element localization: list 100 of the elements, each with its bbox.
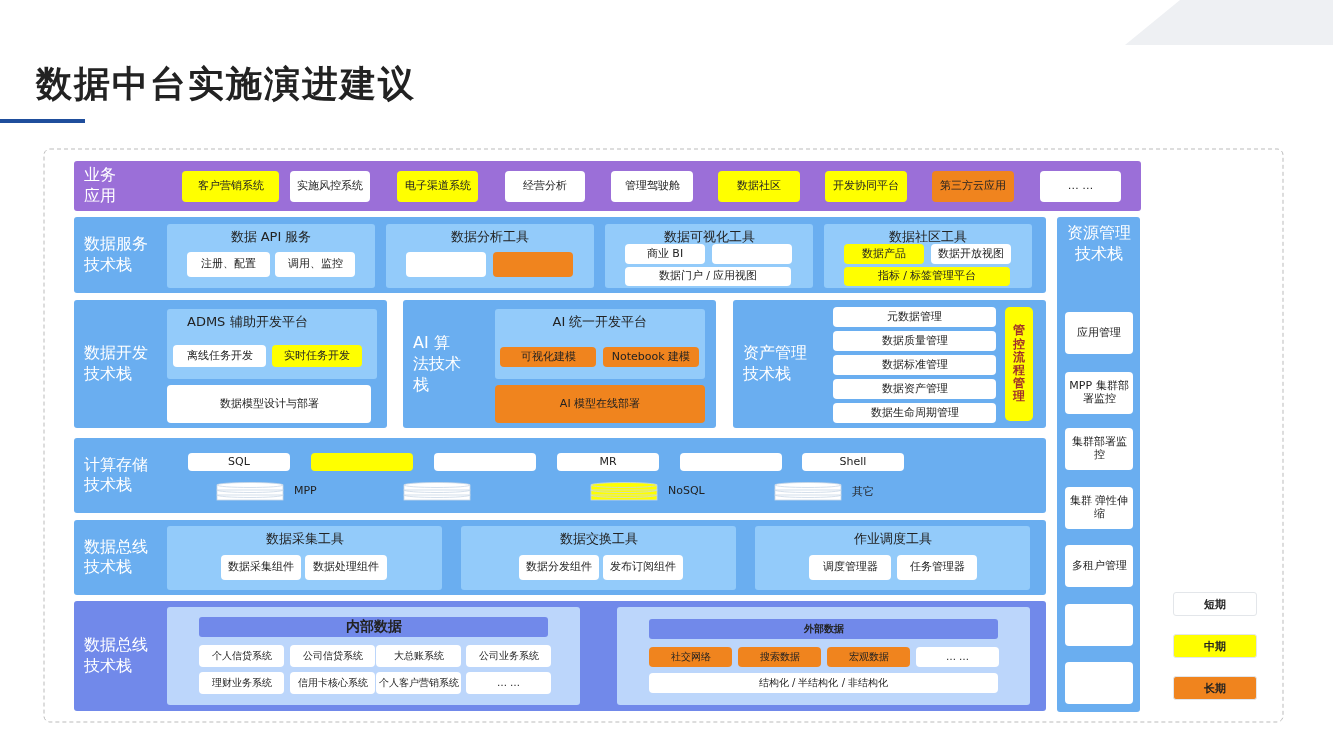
component-box: Notebook 建模 [603,347,699,367]
database-cylinder [590,481,658,501]
component-box: 客户营销系统 [182,171,279,202]
component-box: 数据处理组件 [305,555,387,580]
component-box: 数据产品 [844,244,924,264]
layer-heading: 数据服务技术栈 [84,234,149,276]
panel-heading: 数据采集工具 [264,530,345,548]
component-box: 搜索数据 [738,647,821,667]
layer-band [74,300,387,428]
component-box: SQL [188,453,290,471]
database-cylinder [774,481,842,501]
layer-heading: 数据开发技术栈 [84,343,149,385]
panel-heading: 数据 API 服务 [229,228,313,246]
component-box: 个人信贷系统 [199,645,284,667]
legend-label: 短期 [1203,597,1227,612]
storage-label: NoSQL [668,484,705,497]
component-box: 开发协同平台 [825,171,907,202]
component-box: 信用卡核心系统 [290,672,375,694]
tool-panel [167,526,442,590]
layer-band [74,520,1046,595]
component-box: 宏观数据 [827,647,910,667]
layer-heading: 业务应用 [84,165,117,207]
component-box: 数据质量管理 [833,331,996,351]
component-box [434,453,536,471]
layer-band [74,438,1046,513]
component-box: 理财业务系统 [199,672,284,694]
component-box: 数据门户 / 应用视图 [625,267,791,286]
component-box: 注册、配置 [187,252,270,277]
component-box: … … [916,647,999,667]
component-box: 第三方云应用 [932,171,1014,202]
tool-panel [167,224,375,288]
component-box: 调用、监控 [275,252,355,277]
component-box: 公司业务系统 [466,645,551,667]
storage-label: MPP [294,484,317,497]
layer-band [74,601,1046,711]
component-box: 管理驾驶舱 [611,171,693,202]
component-box: 元数据管理 [833,307,996,327]
process-bar: 管控流程管理 [1005,307,1033,421]
component-box: 发布订阅组件 [603,555,683,580]
layer-heading: 计算存储技术栈 [84,454,149,497]
component-box: 可视化建模 [500,347,596,367]
tool-panel [824,224,1032,288]
component-box: 大总账系统 [376,645,461,667]
tool-panel [617,607,1030,705]
layer-heading: AI 算法技术栈 [413,332,462,396]
legend-label: 中期 [1203,639,1227,654]
component-box: 集群部署监控 [1065,428,1133,470]
component-box: 数据采集组件 [221,555,301,580]
component-box [406,252,486,277]
layer-band [1057,217,1140,712]
panel-heading: ADMS 辅助开发平台 [187,313,309,331]
component-box: 数据模型设计与部署 [167,385,371,423]
layer-band [74,161,1141,211]
component-box: 商业 BI [625,244,705,264]
panel-heading: AI 统一开发平台 [551,313,649,331]
layer-band [733,300,1046,428]
component-box: 应用管理 [1065,312,1133,354]
tool-panel [461,526,736,590]
layer-band [403,300,716,428]
component-box [1065,604,1133,646]
tool-panel [755,526,1030,590]
component-box: AI 模型在线部署 [495,385,705,423]
component-box: 公司信贷系统 [290,645,375,667]
panel-heading: 数据社区工具 [888,228,968,246]
tool-panel [605,224,813,288]
panel-heading: 数据分析工具 [450,228,530,246]
section-header: 外部数据 [649,619,998,639]
component-box: 数据资产管理 [833,379,996,399]
layer-heading: 资源管理技术栈 [1065,223,1132,265]
component-box: … … [1040,171,1121,202]
tool-panel [167,309,377,379]
component-box: 任务管理器 [897,555,977,580]
component-box [680,453,782,471]
component-box: 离线任务开发 [173,345,266,367]
component-box: 数据分发组件 [519,555,599,580]
legend-label: 长期 [1203,681,1227,696]
layer-heading: 数据总线技术栈 [84,536,149,579]
panel-heading: 数据可视化工具 [662,228,756,246]
component-box [1065,662,1133,704]
database-cylinder [403,481,471,501]
component-box: 社交网络 [649,647,732,667]
component-box: Shell [802,453,904,471]
component-box: MR [557,453,659,471]
panel-heading: 作业调度工具 [852,530,933,548]
tool-panel [167,607,580,705]
layer-heading: 资产管理技术栈 [743,343,808,385]
component-box: 指标 / 标签管理平台 [844,267,1010,286]
component-box [712,244,792,264]
component-box: 数据开放视图 [931,244,1011,264]
component-box: 多租户管理 [1065,545,1133,587]
component-box: 集群 弹性伸缩 [1065,487,1133,529]
tool-panel [386,224,594,288]
component-box: 电子渠道系统 [397,171,478,202]
page-title: 数据中台实施演进建议 [36,62,416,106]
component-box [311,453,413,471]
component-box: 调度管理器 [809,555,891,580]
tool-panel [495,309,705,379]
layer-band [74,217,1046,293]
component-box: … … [466,672,551,694]
component-box: MPP 集群部署监控 [1065,372,1133,414]
